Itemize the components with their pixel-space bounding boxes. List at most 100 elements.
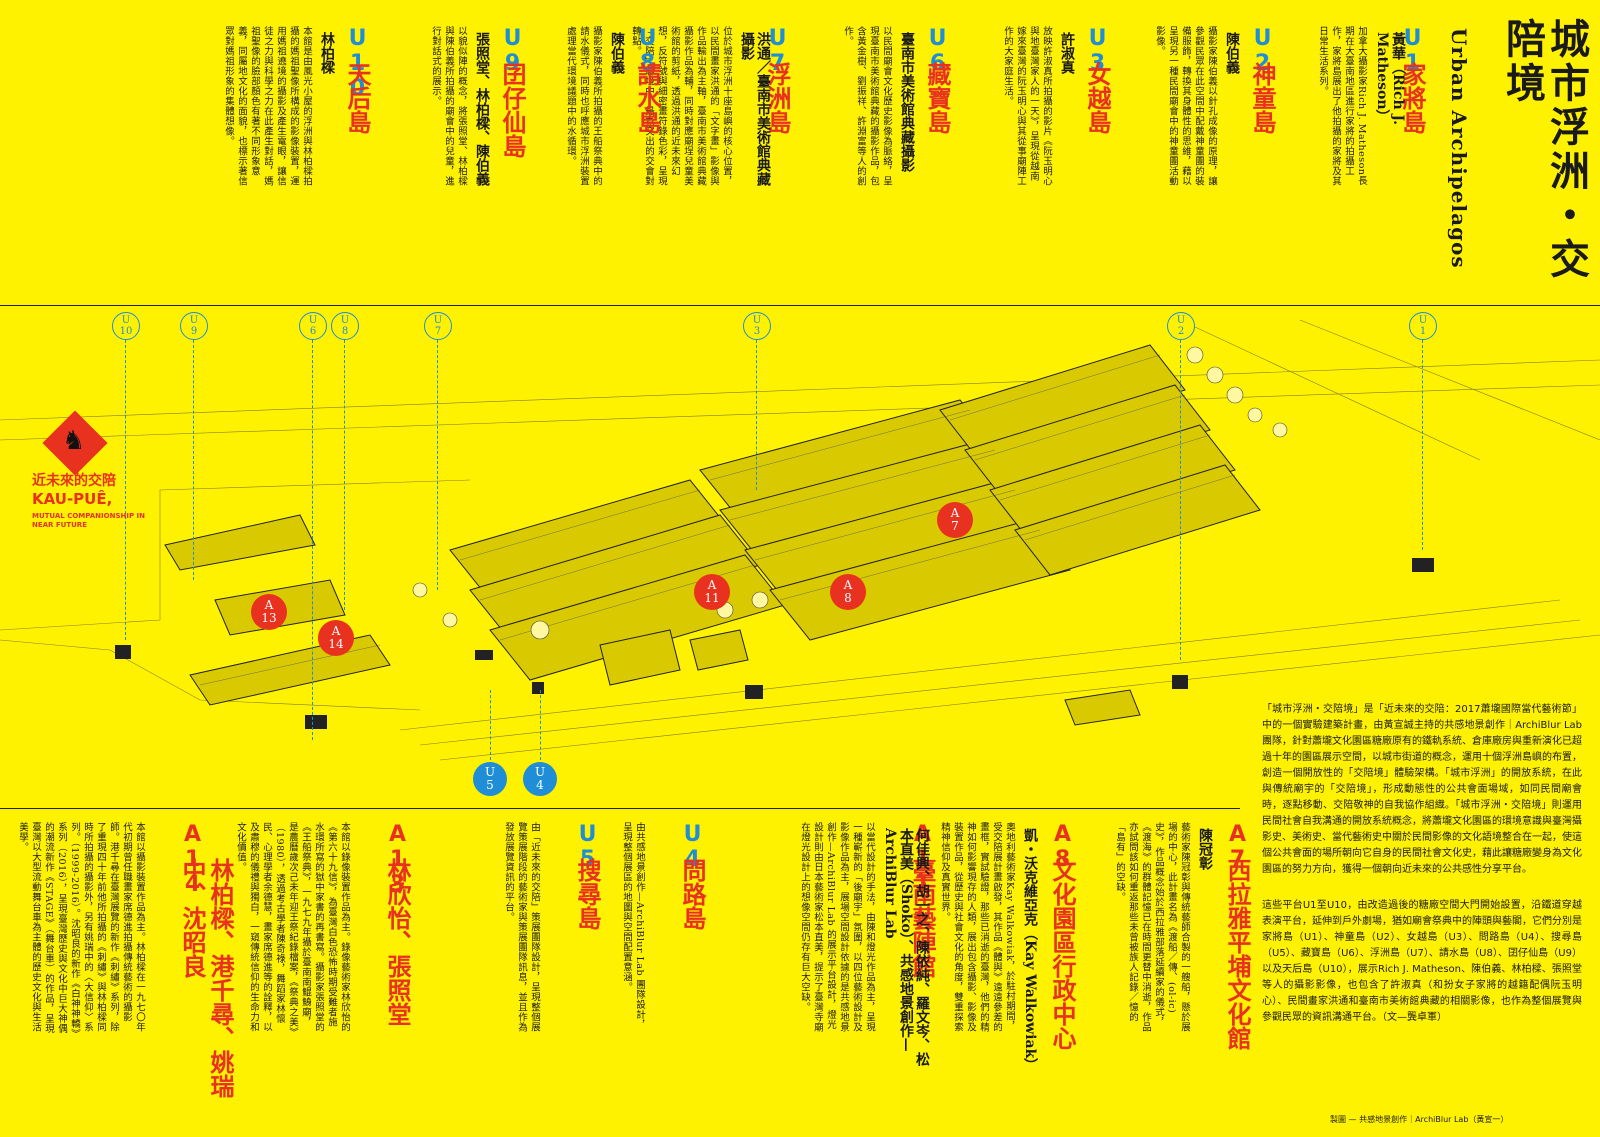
zone-code: A13 <box>385 822 410 897</box>
badge-number: 14 <box>328 637 344 651</box>
zone-artist: 凱・沃克維亞克（Kay Walkowiak） <box>1022 828 1038 1073</box>
pin-leader-line <box>344 340 345 610</box>
divider-top <box>0 305 1600 306</box>
zone-description: 由「近未來的交陪」策展團隊設計，呈現整個展覽策展階段的藝術家與策展團隊訊息，並且… <box>503 822 540 1032</box>
zone-code: A8 <box>1050 822 1075 872</box>
pin-number: 10 <box>119 326 133 337</box>
zone-description: 本館以錄像裝置作品為主。錄像藝術家林欣怡的《第六十九信》，為臺灣白色恐怖時期受難… <box>235 822 350 1033</box>
badge-number: 11 <box>704 591 720 605</box>
zone-artist: 張照堂、林柏樑、陳伯義 <box>474 32 490 186</box>
pin-letter: U <box>340 315 350 326</box>
zone-description: 以民間廟會文化歷史影像為脈絡，呈現臺南市美術館典藏的攝影作品，包含黃金樹、劉振祥… <box>842 26 892 186</box>
pin-number: 4 <box>536 778 544 792</box>
zone-code: U1 <box>1400 26 1425 76</box>
zone-artist: 臺南市美術館典藏攝影 <box>899 32 915 172</box>
zone-code: U8 <box>635 26 660 76</box>
zone-description: 攝影家陳伯義所拍攝的王船祭典中的請水儀式，同時也呼應城市浮洲裝置處理當代環境議題… <box>565 26 602 186</box>
zone-title: 搜尋島 <box>573 858 602 930</box>
zone-code: U9 <box>500 26 525 76</box>
pin-letter: U <box>1418 315 1428 326</box>
pin-number: 3 <box>753 326 761 337</box>
zone-description: 攝影家陳伯義以針孔成像的原理，讓參觀民眾在此空間中配戴神童團的裝備服飾，轉換其身… <box>1154 26 1217 186</box>
zone-artist: 陳冠彰 <box>1197 828 1213 870</box>
zone-code: U7 <box>765 26 790 76</box>
zone-artist: 林柏樑 <box>319 32 335 74</box>
pin-leader-line <box>1422 340 1423 550</box>
zone-artist: 陳伯義 <box>609 32 625 74</box>
pin-letter: U <box>121 315 131 326</box>
zone-title: 家將島 <box>1398 62 1427 134</box>
zone-title: 林柏樑、港千尋、姚瑞中、沈昭良 <box>178 858 235 1098</box>
zone-title: 問路島 <box>678 858 707 930</box>
zone-description: 奧地利藝術家Kay Walkowiak，於駐村期間，受交陪展計畫啟發，其作品《體… <box>939 822 1015 1032</box>
pin-leader-line <box>490 690 491 760</box>
zone-title: 林欣怡、張照堂 <box>383 858 412 1026</box>
zone-code: A7 <box>1225 822 1250 872</box>
zone-artist: 陳伯義 <box>1224 32 1240 74</box>
pin-leader-line <box>1180 340 1181 660</box>
pin-leader-line <box>125 340 126 640</box>
zone-title: 囝仔仙島 <box>498 62 527 158</box>
zone-artist: 何佳興、胡一之、陳依純、羅文岑、松本直美（Shoko）、共感地景創作—Archi… <box>882 828 930 1066</box>
zone-title: 天后島 <box>343 62 372 134</box>
intro-paragraph-2: 這些平台U1至U10，由改造過後的糖廠空間大門開始設置，沿鐵道穿越表演平台，延伸… <box>1262 900 1582 1023</box>
zone-code: U2 <box>1250 26 1275 76</box>
pin-number: 8 <box>341 326 349 337</box>
zone-artist: 黃華（Rich J. Matheson） <box>1374 32 1406 125</box>
pin-letter: U <box>534 765 546 779</box>
pin-letter: U <box>433 315 443 326</box>
zone-code: A14 <box>180 822 205 897</box>
zone-description: 位於城市浮洲十座島嶼的核心位置，以民間畫家洪通的「文字畫」影像與作品輸出為主軸，… <box>630 26 732 186</box>
intro-paragraph-1: 「城市浮洲・交陪境」是「近未來的交陪：2017蕭壠國際當代藝術節」中的一個實驗建… <box>1262 704 1582 875</box>
page-subtitle-en: Urban Archipelagos <box>1447 28 1471 269</box>
zone-description: 本館以攝影裝置作品為主。林柏樑在一九七〇年代初期曾任職畫家席德進拍攝傳統藝術的攝… <box>17 822 145 1034</box>
pin-letter: U <box>1176 315 1186 326</box>
zone-description: 由共感地景創作—ArchiBlur Lab 團隊設計，呈現整個展區的地圖與空間配… <box>621 822 645 1030</box>
badge-number: 7 <box>951 519 959 533</box>
zone-code: U5 <box>575 822 600 872</box>
zone-title: 請水島 <box>633 62 662 134</box>
logo-subtitle: MUTUAL COMPANIONSHIP IN NEAR FUTURE <box>32 512 145 529</box>
badge-letter: A <box>331 624 341 638</box>
pin-letter: U <box>189 315 199 326</box>
pin-number: 6 <box>309 326 317 337</box>
zone-title: 神童島 <box>1248 62 1277 134</box>
zone-description: 本館是由風光小屋的浮洲與林柏樑拍攝的媽祖聖像所構成的影像裝置，運用媽祖遶境的攝影… <box>223 26 312 186</box>
zone-artist: 許淑真 <box>1059 32 1075 74</box>
zone-code: U10 <box>345 26 370 101</box>
zone-title: 文化園區行政中心 <box>1048 858 1077 1050</box>
pin-leader-line <box>540 690 541 760</box>
pin-leader-line <box>756 340 757 490</box>
badge-letter: A <box>264 598 274 612</box>
zone-description: 藝術家陳冠彰與傳統藝師合製的一艘船，懸於展場的中心，此計畫名為《渡船／傳、(ol… <box>1114 822 1190 1032</box>
pin-leader-line <box>312 340 313 740</box>
badge-letter: A <box>843 578 853 592</box>
pin-number: 5 <box>486 778 494 792</box>
pin-letter: U <box>752 315 762 326</box>
zone-title: 女越島 <box>1083 62 1112 134</box>
zone-title: 藏寶島 <box>923 62 952 134</box>
pin-number: 7 <box>434 326 442 337</box>
badge-letter: A <box>707 578 717 592</box>
zone-description: 以貌似陣的概念，將張照堂、林柏樑與陳伯義所拍攝的廟會中的兒童，進行對話式的展示。 <box>430 26 467 186</box>
zone-code: U4 <box>680 822 705 872</box>
logo-title-en: KAU-PUÊ, <box>32 490 113 508</box>
zone-code: U3 <box>1085 26 1110 76</box>
zone-artist: 洪通／臺南市美術館典藏攝影 <box>739 32 771 186</box>
zone-description: 放映許淑真所拍攝的影片《阮玉明心與地臺灣家人的一天》，呈現從越南嫁來臺灣的阮玉明… <box>1002 26 1052 186</box>
pin-number: 2 <box>1177 326 1185 337</box>
zone-description: 加拿大攝影家Rich J. Matheson長期在大臺南地區進行家將的拍攝工作，… <box>1317 26 1367 186</box>
